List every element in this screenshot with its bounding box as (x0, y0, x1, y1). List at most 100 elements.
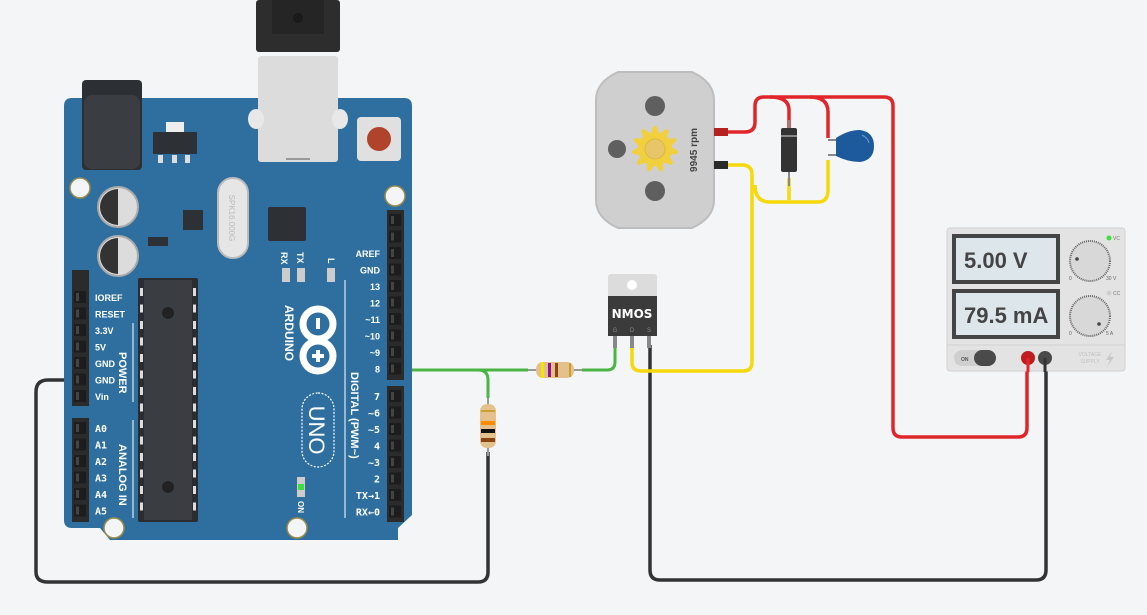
wire-resistor-gate[interactable] (582, 345, 617, 372)
header-pin[interactable] (74, 373, 86, 386)
header-pin[interactable] (389, 230, 401, 243)
pin-label: A0 (95, 424, 107, 435)
pin-label: A1 (95, 441, 107, 452)
chip-pin (193, 304, 196, 313)
cc-label: CC (1113, 291, 1121, 297)
resistor-pulldown[interactable] (480, 398, 496, 456)
header-pin[interactable] (389, 247, 401, 259)
chip-pins (140, 288, 196, 511)
header-pin[interactable] (389, 362, 401, 375)
nmos-pin-g: G (613, 328, 618, 334)
header-pin[interactable] (389, 280, 401, 292)
header-pin[interactable] (74, 488, 86, 500)
tx-led-label: TX (295, 252, 305, 264)
wire-gnd-arduino[interactable] (34, 378, 490, 584)
header-pin[interactable] (389, 390, 401, 402)
voltage-display: 5.00 V (964, 248, 1028, 273)
header-pin[interactable] (74, 422, 86, 434)
wire-red-diode[interactable] (769, 95, 791, 128)
chip-pin (140, 502, 143, 511)
current-display-panel (952, 289, 1060, 339)
dc-motor[interactable]: 9945 rpm (595, 71, 728, 229)
cv-indicator (1106, 235, 1112, 241)
chip-pin (193, 387, 196, 395)
voltage-knob-min: 0 (1069, 276, 1072, 282)
mounting-hole (286, 517, 308, 539)
motor-terminal-negative[interactable] (714, 161, 728, 169)
voltage-knob-max: 30 V (1106, 276, 1117, 282)
pin-label: A4 (95, 490, 107, 501)
header-pin[interactable] (389, 505, 401, 518)
header-pin[interactable] (74, 291, 86, 303)
wire-source-psu-negative[interactable] (648, 345, 1048, 582)
header-pin[interactable] (74, 307, 86, 320)
header-pin[interactable] (389, 296, 401, 309)
chip-pin (193, 288, 196, 296)
small-chip (183, 210, 203, 230)
header-pin[interactable] (74, 504, 86, 517)
header-pin[interactable] (74, 340, 86, 353)
pin-label: ~5 (368, 425, 380, 436)
wire-yellow-diode-cap[interactable] (753, 160, 830, 204)
arduino-logo-icon (299, 305, 337, 375)
chip-pin (193, 486, 196, 494)
power-supply[interactable]: 5.00 V 79.5 mA VC CC 0 30 V 0 5 A ON VOL… (946, 227, 1126, 372)
motor-rpm: 9945 rpm (689, 128, 700, 172)
header-pin[interactable] (389, 346, 401, 358)
voltage-knob[interactable] (1069, 240, 1111, 282)
pin-label: ~9 (370, 348, 380, 358)
header-pin[interactable] (74, 438, 86, 451)
pin-label: ~11 (365, 315, 380, 325)
motor-terminal-positive[interactable] (714, 128, 728, 136)
header-pin[interactable] (389, 214, 401, 226)
mounting-hole (103, 517, 125, 539)
header-pin[interactable] (389, 489, 401, 501)
wire-red-capacitor[interactable] (809, 95, 830, 138)
pin-label: GND (95, 359, 116, 369)
header-pin[interactable] (389, 329, 401, 342)
header-pin[interactable] (74, 455, 86, 467)
nmos-transistor[interactable]: NMOS G D S (608, 274, 657, 348)
chip-pin (193, 337, 196, 346)
power-switch[interactable]: ON (954, 350, 996, 366)
header-pin[interactable] (389, 313, 401, 325)
arduino-uno[interactable]: SPK16.000G RX TX L ARDUINO UNO ON (64, 0, 412, 540)
header-pin[interactable] (74, 324, 86, 336)
chip-pin (140, 469, 143, 478)
wire-motor-drain[interactable] (630, 163, 754, 373)
chip-pin (140, 321, 143, 329)
chip-pin (193, 354, 196, 362)
current-knob[interactable] (1069, 295, 1111, 337)
resistor-series[interactable] (528, 362, 582, 378)
usb-slot (286, 158, 310, 160)
lightning-icon (1106, 351, 1114, 367)
current-knob-max: 5 A (1106, 331, 1114, 337)
nmos-label: NMOS (612, 307, 653, 321)
electrolytic-capacitor-2 (97, 235, 139, 277)
chip-pin (193, 469, 196, 478)
reset-button-cap[interactable] (367, 127, 391, 151)
header-pin[interactable] (389, 439, 401, 452)
header-pin[interactable] (74, 390, 86, 402)
usb-tab-left (248, 109, 264, 129)
header-pin[interactable] (389, 472, 401, 485)
header-pin[interactable] (74, 471, 86, 484)
ceramic-capacitor[interactable] (828, 130, 874, 162)
rx-led (282, 268, 290, 282)
pin-label: GND (360, 266, 381, 276)
header-pin[interactable] (389, 406, 401, 419)
pin-label: A2 (95, 457, 107, 468)
flyback-diode[interactable] (781, 120, 797, 186)
wire-pulldown[interactable] (477, 368, 490, 398)
wire-psu-positive-motor[interactable] (728, 95, 1029, 439)
pin-label: 3.3V (95, 326, 114, 336)
pin-label: AREF (356, 249, 381, 259)
header-pin[interactable] (389, 456, 401, 468)
chip-pin (193, 502, 196, 511)
header-pin[interactable] (389, 423, 401, 435)
header-pin[interactable] (74, 357, 86, 369)
header-pin[interactable] (389, 263, 401, 276)
rx-led-label: RX (279, 252, 289, 265)
wires (34, 95, 1048, 584)
pin-label: 8 (375, 365, 380, 375)
